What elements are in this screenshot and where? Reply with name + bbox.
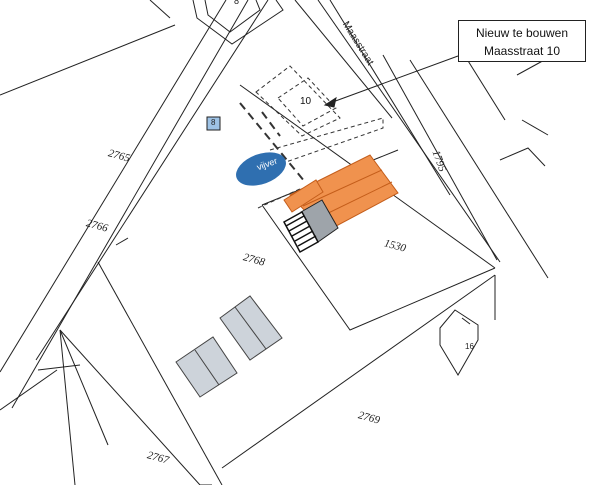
plot-1530: [261, 204, 496, 331]
road-edge-right: [11, 0, 249, 409]
new-building-annex: [283, 179, 324, 213]
plot-divider: [59, 329, 109, 446]
plot-divider-2: [0, 369, 58, 411]
callout-arrow: [323, 55, 459, 108]
plot-2769-divider: [59, 329, 201, 485]
plot-2769-top: [221, 274, 496, 469]
road-edge-left: [0, 0, 227, 373]
pond: [236, 152, 286, 186]
maasstraat-edge-5: [409, 59, 549, 279]
maasstraat-edge-1: [294, 0, 393, 119]
sheds: [175, 295, 283, 398]
maasstraat-edge-2: [317, 0, 501, 263]
plot-2768-boundary: [97, 261, 223, 485]
dashed-boundary-2: [261, 111, 281, 137]
callout-line-2: Maasstraat 10: [483, 44, 561, 58]
house-8-outline: [192, 0, 284, 45]
house-8-inner: [204, 0, 261, 33]
plot-line-top-2: [149, 0, 171, 19]
dashed-boundary-main: [239, 102, 306, 183]
hatched-entrance: [282, 210, 320, 254]
callout-line-1: Nieuw te bouwen: [475, 26, 569, 40]
callout-box: Nieuw te bouwen Maasstraat 10: [458, 20, 586, 62]
maasstraat-edge-3: [329, 0, 451, 196]
dashed-drive: [269, 117, 384, 163]
tick-2766: [115, 237, 129, 246]
utility-box-label: 8: [211, 118, 216, 127]
shed-left-divider: [194, 349, 220, 386]
dashed-drive-2: [257, 187, 303, 209]
plot-2767-line: [59, 329, 76, 485]
house-16-inner: [461, 317, 471, 325]
utility-box: [206, 116, 221, 131]
house-number-10: 10: [300, 96, 312, 107]
road-edge-outer: [35, 0, 269, 361]
house-number-8: 8: [234, 0, 240, 6]
plot-line-top-1: [0, 24, 176, 96]
old-house-10-outline: [255, 65, 341, 137]
maasstraat-edge-4: [382, 54, 498, 261]
shed-right-divider: [234, 306, 267, 350]
right-structure: [499, 119, 549, 167]
plot-2767-line2: [37, 364, 81, 371]
house-number-16: 16: [465, 342, 474, 351]
house-16-outline: [439, 309, 479, 376]
old-house-10-inner: [277, 77, 337, 127]
